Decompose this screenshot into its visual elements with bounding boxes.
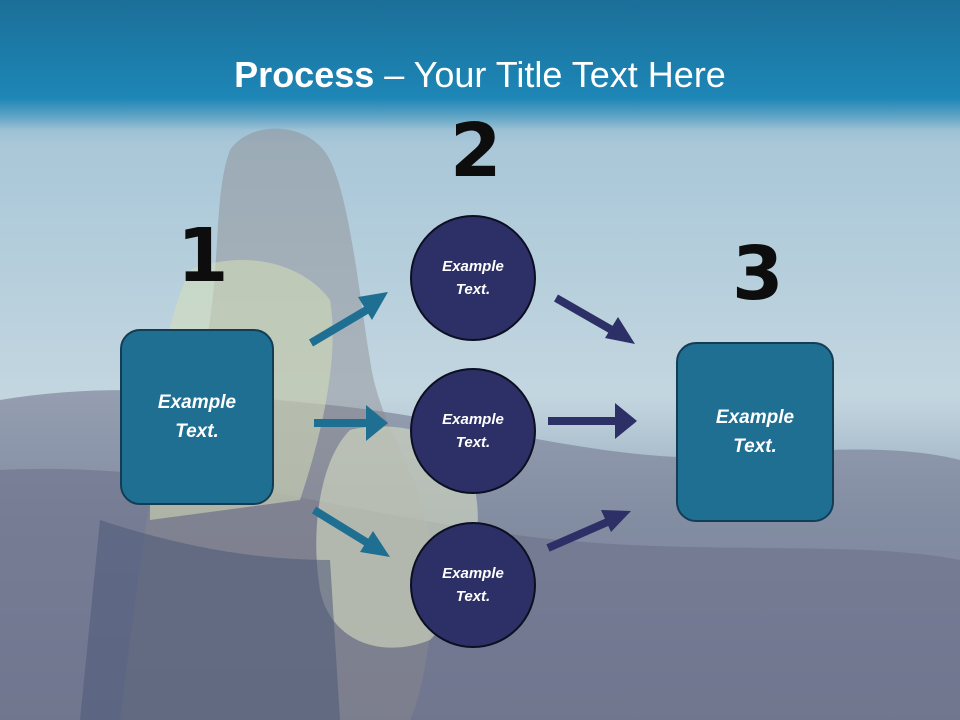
step-number-1: 1 (177, 213, 229, 299)
circle-middle-text: Example Text. (442, 411, 504, 451)
step-number-3: 3 (732, 231, 784, 317)
step-2-circle-middle: Example Text. (410, 368, 536, 494)
arrow-right-middle (548, 403, 637, 439)
step-1-box: Example Text. (120, 329, 274, 505)
step-2-circle-top: Example Text. (410, 215, 536, 341)
step-3-box: Example Text. (676, 342, 834, 522)
arrow-right-top (554, 294, 635, 344)
step-3-box-text: Example Text. (715, 407, 795, 457)
slide-title: Process – Your Title Text Here (0, 52, 960, 98)
slide-title-bold: Process (234, 54, 375, 95)
arrow-left-bottom (311, 506, 390, 557)
step-1-box-text: Example Text. (157, 392, 237, 442)
step-2-circle-bottom: Example Text. (410, 522, 536, 648)
title-bar (0, 0, 960, 130)
arrow-right-bottom (546, 510, 631, 552)
circle-bottom-text: Example Text. (442, 565, 504, 605)
arrow-left-middle (314, 405, 388, 441)
circle-top-text: Example Text. (442, 258, 504, 298)
arrow-left-top (308, 292, 388, 347)
step-number-2: 2 (450, 108, 502, 194)
slide-title-rest: – Your Title Text Here (374, 54, 726, 95)
